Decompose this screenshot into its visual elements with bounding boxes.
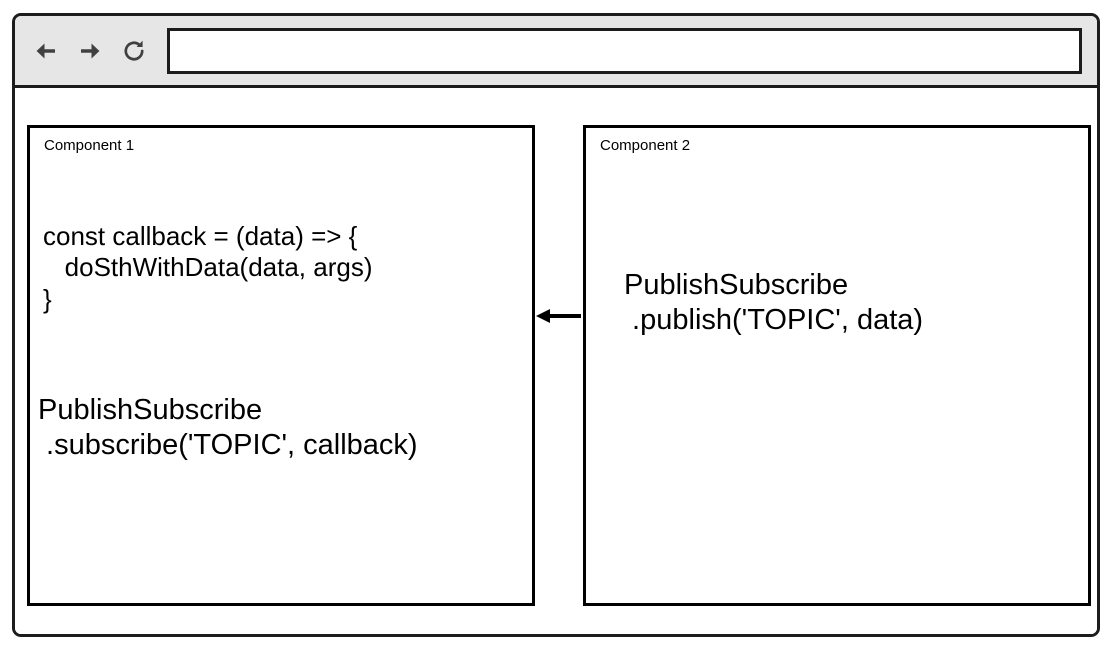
back-arrow-icon[interactable] (31, 36, 61, 66)
url-input[interactable] (167, 27, 1082, 74)
diagram-canvas: Component 1 const callback = (data) => {… (15, 88, 1097, 634)
component-2-publish-snippet: PublishSubscribe .publish('TOPIC', data) (624, 269, 924, 337)
navigation-icon-group (31, 36, 149, 66)
component-1-callback-snippet: const callback = (data) => { doSthWithDa… (43, 221, 373, 314)
component-1-label: Component 1 (44, 137, 135, 154)
component-1-subscribe-snippet: PublishSubscribe .subscribe('TOPIC', cal… (38, 394, 418, 462)
browser-window: Component 1 const callback = (data) => {… (12, 13, 1100, 637)
component-2-label: Component 2 (600, 137, 691, 154)
browser-toolbar (15, 16, 1097, 88)
publish-flow-arrow-icon (535, 306, 583, 326)
reload-icon[interactable] (119, 36, 149, 66)
component-box-2: Component 2 PublishSubscribe .publish('T… (583, 125, 1091, 606)
forward-arrow-icon[interactable] (75, 36, 105, 66)
component-box-1: Component 1 const callback = (data) => {… (27, 125, 535, 606)
